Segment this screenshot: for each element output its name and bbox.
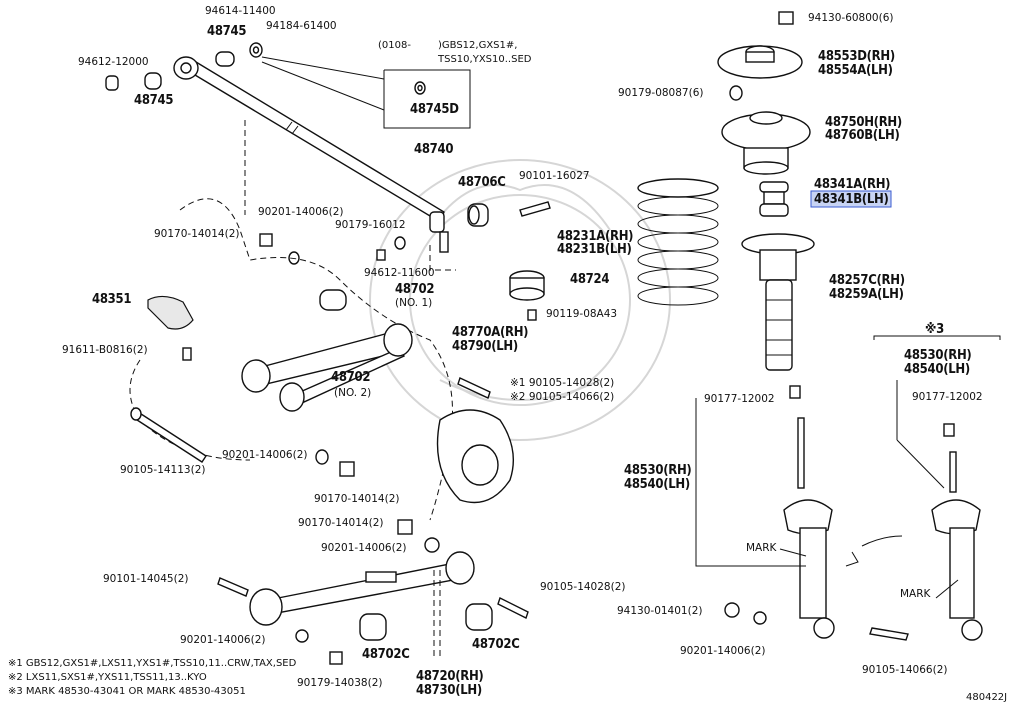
part-label-c48[interactable]: 48231B(LH) xyxy=(557,242,632,257)
fasteners-upper-left xyxy=(259,233,406,265)
applicability-note-line-3: TSS10,YXS10..SED xyxy=(437,54,532,65)
dust-boot-48257c xyxy=(741,233,815,371)
part-label-c23[interactable]: (NO. 2) xyxy=(334,387,371,399)
strut-mount-48553d xyxy=(717,45,803,101)
part-label-c32[interactable]: 90105-14028(2) xyxy=(540,581,625,593)
footnote-2: ※2 LXS11,SXS1#,YXS11,TSS11,13..KYO xyxy=(8,672,207,683)
applicability-note-line-1: (0108- xyxy=(378,40,411,51)
part-label-c22[interactable]: 48702 xyxy=(331,370,371,385)
part-label-c20[interactable]: 48790(LH) xyxy=(452,339,518,354)
part-48724 xyxy=(509,270,545,321)
part-label-c2[interactable]: 48745 xyxy=(207,24,247,39)
part-label-c28[interactable]: 90170-14014(2) xyxy=(314,493,399,505)
diagram-id: 480422J xyxy=(966,692,1007,703)
part-label-c42[interactable]: 90179-08087(6) xyxy=(618,87,703,99)
part-label-c15[interactable]: 48351 xyxy=(92,292,132,307)
part-label-c21[interactable]: 91611-B0816(2) xyxy=(62,344,148,356)
part-label-c54[interactable]: 90177-12002 xyxy=(704,393,775,405)
leader-lines xyxy=(695,335,1001,599)
part-label-c18[interactable]: 90119-08A43 xyxy=(546,308,617,320)
part-label-c43[interactable]: 48750H(RH) xyxy=(825,115,902,130)
bolt-90105-14113 xyxy=(130,407,207,463)
part-label-c13[interactable]: 94612-11600 xyxy=(364,267,435,279)
part-label-c16[interactable]: 48702 xyxy=(395,282,435,297)
notes: (0108- )GBS12,GXS1#, TSS10,YXS10..SED ※1 GB… xyxy=(8,40,1007,703)
part-label-c34[interactable]: 48702C xyxy=(362,647,410,662)
applicability-box xyxy=(261,56,471,129)
fasteners-mid xyxy=(182,347,440,553)
part-label-c44[interactable]: 48760B(LH) xyxy=(825,128,900,143)
shock-absorber-48530-alt xyxy=(931,423,983,641)
part-label-c31[interactable]: 90101-14045(2) xyxy=(103,573,188,585)
part-label-c50[interactable]: 48259A(LH) xyxy=(829,287,904,302)
part-label-c29[interactable]: 90170-14014(2) xyxy=(298,517,383,529)
part-label-c60[interactable]: 94130-01401(2) xyxy=(617,605,702,617)
footnote-3: ※3 MARK 48530-43041 OR MARK 48530-43051 xyxy=(8,686,246,697)
part-label-c17[interactable]: (NO. 1) xyxy=(395,297,432,309)
part-label-c52[interactable]: 48530(RH) xyxy=(904,348,972,363)
part-label-c4[interactable]: 94612-12000 xyxy=(78,56,149,68)
bushing-48745 xyxy=(105,42,263,91)
part-label-c39[interactable]: 94130-60800(6) xyxy=(808,12,893,24)
part-label-c37[interactable]: 48720(RH) xyxy=(416,669,484,684)
part-label-c62[interactable]: 90105-14066(2) xyxy=(862,664,947,676)
part-label-c59[interactable]: MARK xyxy=(900,588,932,600)
part-label-c14[interactable]: 48724 xyxy=(570,272,610,287)
lower-arm-48720 xyxy=(217,551,529,665)
part-label-c45[interactable]: 48341A(RH) xyxy=(814,177,891,192)
part-label-c9[interactable]: 90101-16027 xyxy=(519,170,590,182)
part-48351 xyxy=(147,295,194,330)
part-label-c57[interactable]: 48540(LH) xyxy=(624,477,690,492)
part-label-c27[interactable]: 90105-14113(2) xyxy=(120,464,205,476)
watermark-logo xyxy=(369,159,671,441)
part-label-c3[interactable]: 94184-61400 xyxy=(266,20,337,32)
shock-absorber-48530-main xyxy=(724,385,909,641)
part-label-c53[interactable]: 48540(LH) xyxy=(904,362,970,377)
part-label-c7[interactable]: 48740 xyxy=(414,142,454,157)
part-label-c6[interactable]: 48745D xyxy=(410,102,459,117)
part-label-c24[interactable]: ※1 90105-14028(2) xyxy=(510,377,614,389)
coil-spring-48231a xyxy=(637,178,719,306)
part-label-c55[interactable]: 90177-12002 xyxy=(912,391,983,403)
footnote-1: ※1 GBS12,GXS1#,LXS11,YXS1#,TSS10,11..CRW… xyxy=(8,658,297,669)
upper-control-arm xyxy=(173,56,449,253)
part-label-c30[interactable]: 90201-14006(2) xyxy=(321,542,406,554)
part-label-c11[interactable]: 90179-16012 xyxy=(335,219,406,231)
part-label-c51[interactable]: ※3 xyxy=(925,322,944,337)
part-label-c36[interactable]: 90179-14038(2) xyxy=(297,677,382,689)
part-label-c1[interactable]: 94614-11400 xyxy=(205,5,276,17)
part-label-c49[interactable]: 48257C(RH) xyxy=(829,273,905,288)
part-label-c33[interactable]: 90201-14006(2) xyxy=(180,634,265,646)
part-label-c46[interactable]: 48341B(LH) xyxy=(814,192,889,207)
part-label-c58[interactable]: MARK xyxy=(746,542,778,554)
applicability-note-line-2: )GBS12,GXS1#, xyxy=(438,40,517,51)
strut-mount-48750h xyxy=(721,111,811,175)
part-label-c47[interactable]: 48231A(RH) xyxy=(557,229,634,244)
callout-labels: 94614-11400 48745 94184-61400 94612-12000 48… xyxy=(62,5,983,698)
part-label-c56[interactable]: 48530(RH) xyxy=(624,463,692,478)
highlight-box xyxy=(810,190,892,208)
bushing-48706c xyxy=(467,201,551,227)
part-label-c35[interactable]: 48702C xyxy=(472,637,520,652)
part-label-c5[interactable]: 48745 xyxy=(134,93,174,108)
part-label-c38[interactable]: 48730(LH) xyxy=(416,683,482,698)
part-label-c25[interactable]: ※2 90105-14066(2) xyxy=(510,391,614,403)
part-label-c26[interactable]: 90201-14006(2) xyxy=(222,449,307,461)
strut-top-nut xyxy=(778,11,794,25)
bump-stop-48341 xyxy=(759,181,789,217)
part-label-c8[interactable]: 48706C xyxy=(458,175,506,190)
part-label-c12[interactable]: 90170-14014(2) xyxy=(154,228,239,240)
lower-arm-48770a xyxy=(241,289,491,412)
part-label-c10[interactable]: 90201-14006(2) xyxy=(258,206,343,218)
part-label-c19[interactable]: 48770A(RH) xyxy=(452,325,529,340)
knuckle-outline xyxy=(129,120,515,521)
part-label-c40[interactable]: 48553D(RH) xyxy=(818,49,895,64)
part-label-c41[interactable]: 48554A(LH) xyxy=(818,63,893,78)
part-label-c61[interactable]: 90201-14006(2) xyxy=(680,645,765,657)
